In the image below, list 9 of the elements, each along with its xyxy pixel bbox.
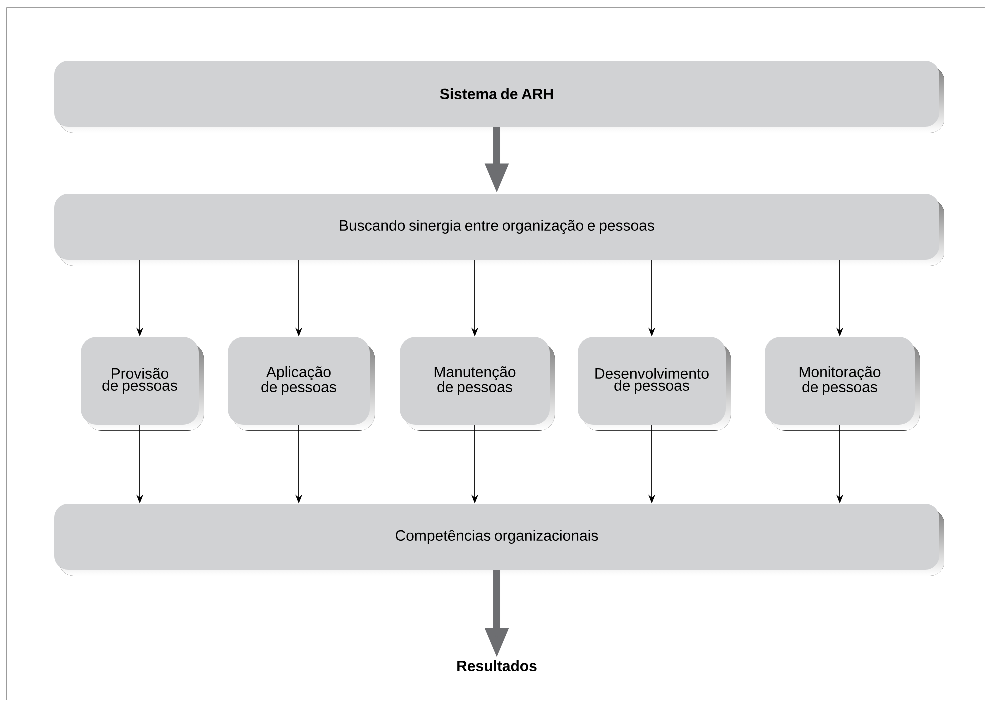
- process-box: Aplicação de pessoas: [228, 337, 375, 431]
- result-text: Resultados: [458, 660, 537, 672]
- process-box: Monitoração de pessoas: [765, 337, 920, 431]
- system-band: Sistema de ARH: [54, 61, 944, 133]
- process-box: Desenvolvimento de pessoas: [578, 337, 731, 431]
- process-box: Manutenção de pessoas: [400, 337, 555, 431]
- process-band: Competências organizacionais: [54, 504, 944, 576]
- process-band: Buscando sinergia entre organização e pessoas: [54, 194, 944, 266]
- process-box: Provisão de pessoas: [81, 337, 204, 431]
